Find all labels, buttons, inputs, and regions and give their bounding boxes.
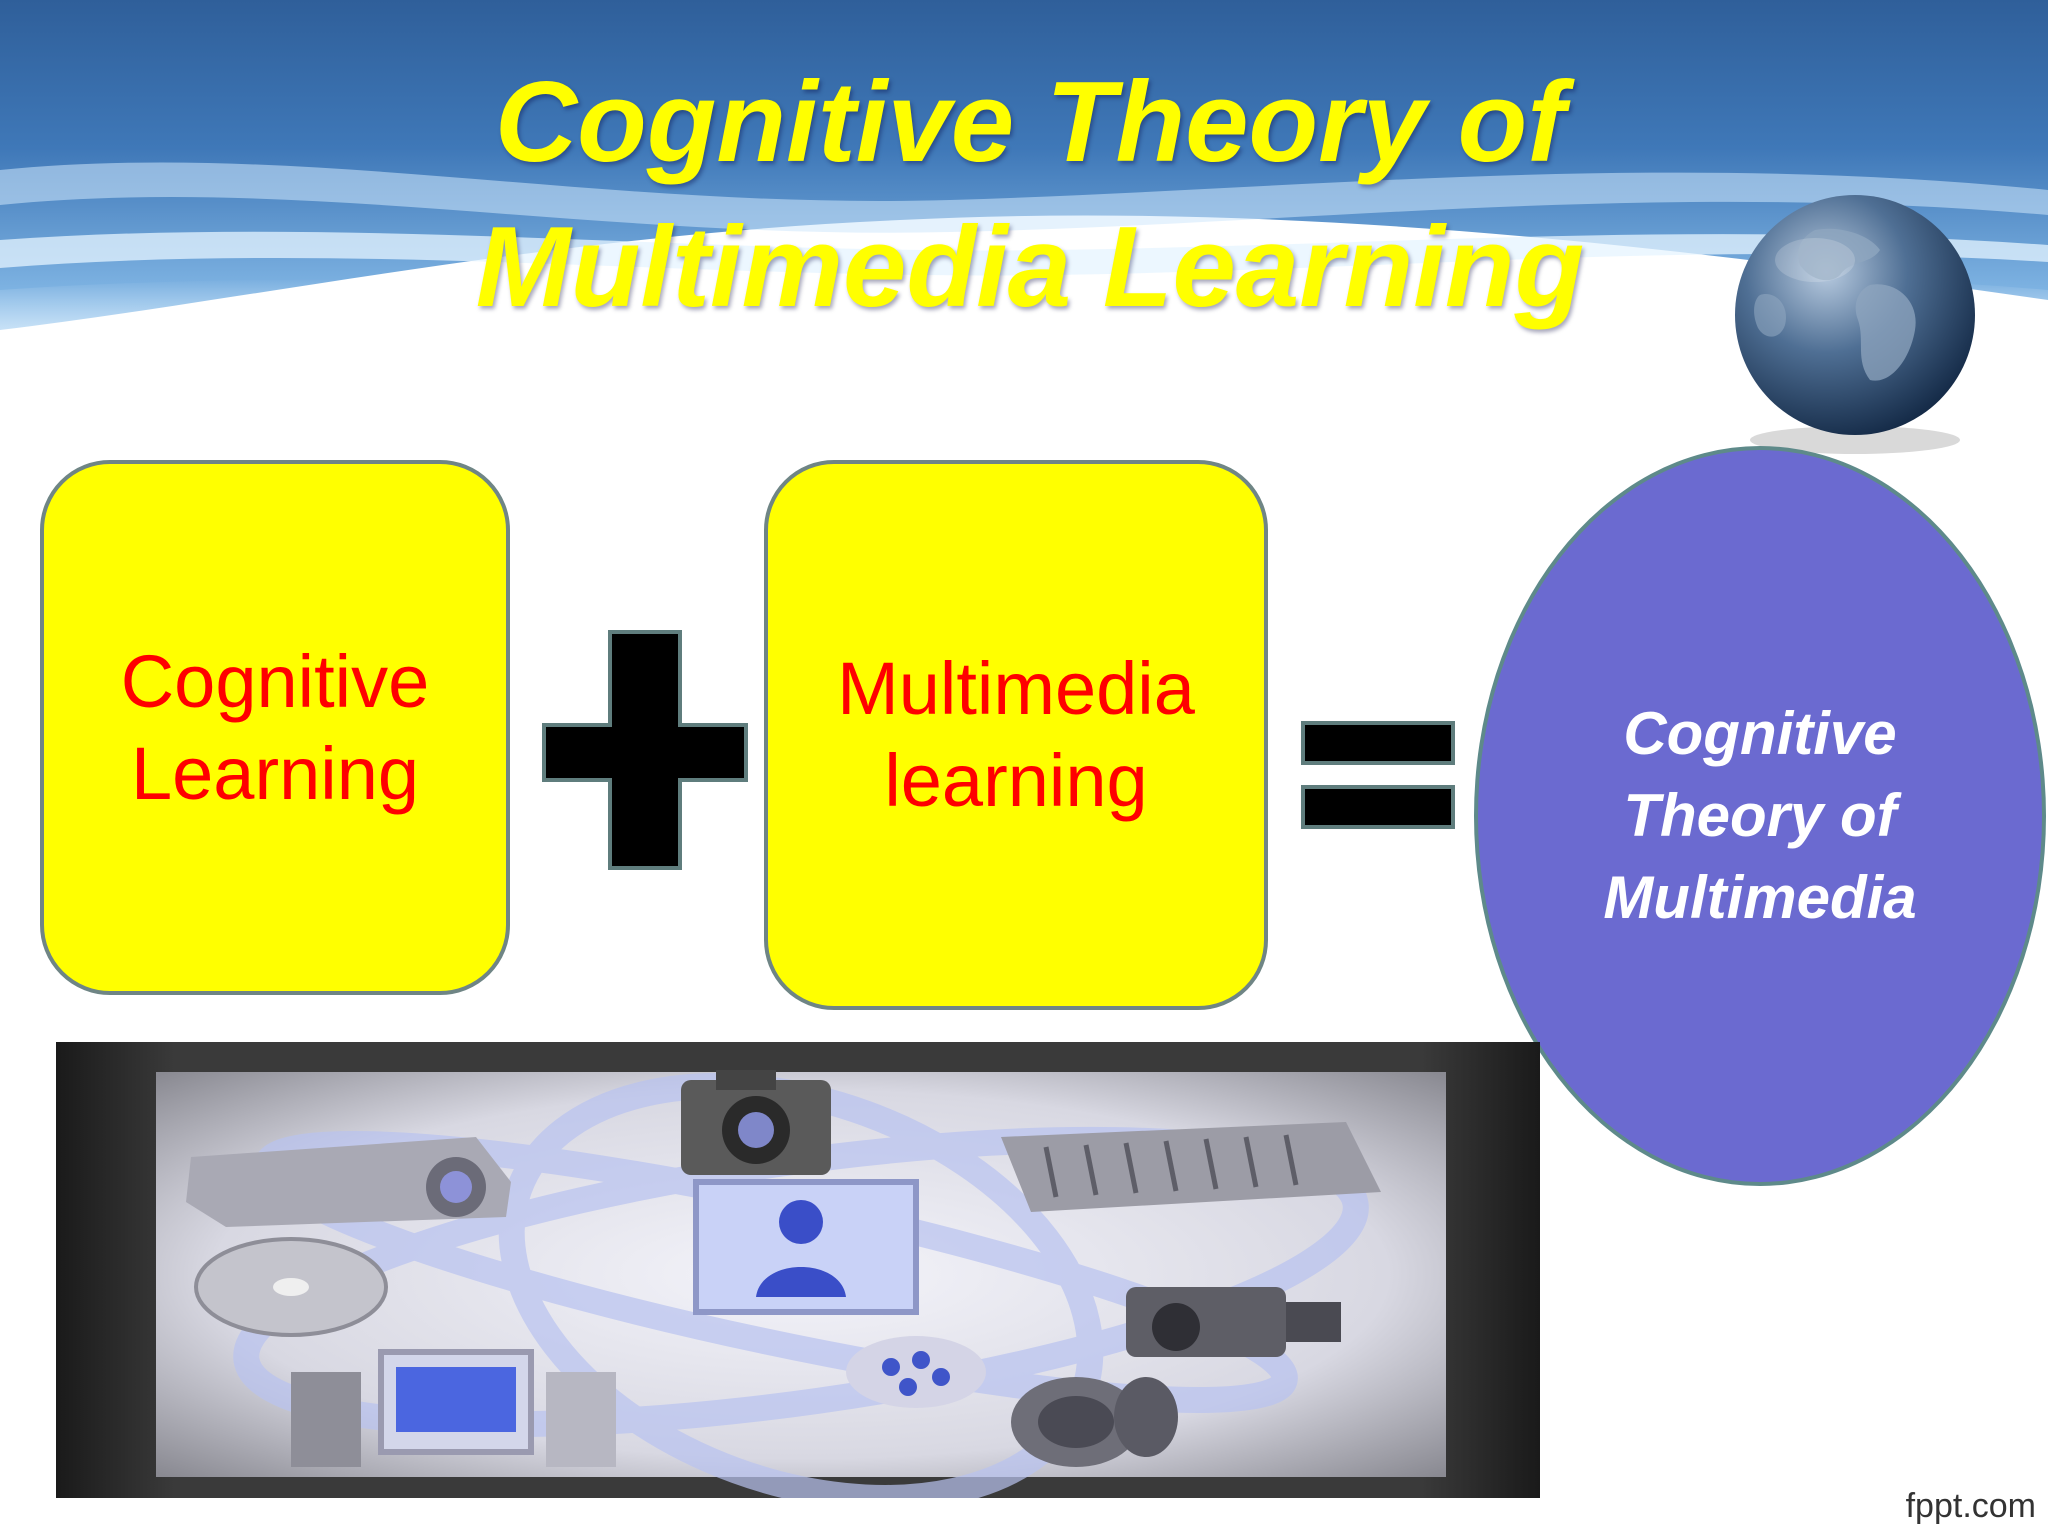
cognitive-theory-multimedia-circle: Cognitive Theory of Multimedia bbox=[1474, 446, 2046, 1186]
cd-disc-icon bbox=[194, 1237, 388, 1337]
multimedia-learning-line-2: learning bbox=[884, 739, 1148, 822]
cognitive-learning-box: Cognitive Learning bbox=[40, 460, 510, 995]
globe-icon bbox=[1735, 195, 1975, 454]
slide-title: Cognitive Theory of Multimedia Learning bbox=[300, 50, 1760, 340]
audio-mixer-icon bbox=[1001, 1122, 1381, 1212]
title-line-2: Multimedia Learning bbox=[475, 204, 1585, 331]
title-line-1: Cognitive Theory of bbox=[494, 59, 1566, 186]
multimedia-devices-collage bbox=[56, 1042, 1540, 1498]
result-line-2: Theory of bbox=[1623, 782, 1897, 849]
footer-brand: fppt.com bbox=[1905, 1487, 2036, 1525]
video-camera-icon bbox=[1126, 1287, 1341, 1357]
monitor-person-icon bbox=[693, 1179, 919, 1315]
equals-icon bbox=[1301, 721, 1455, 829]
projector-icon bbox=[186, 1137, 511, 1227]
camera-icon bbox=[681, 1070, 831, 1175]
computer-icon bbox=[291, 1349, 616, 1467]
multimedia-learning-box: Multimedia learning bbox=[764, 460, 1268, 1010]
multimedia-learning-line-1: Multimedia bbox=[837, 647, 1195, 730]
film-reel-icon bbox=[846, 1336, 986, 1408]
speaker-icon bbox=[1011, 1377, 1178, 1467]
plus-icon bbox=[542, 630, 748, 870]
result-line-1: Cognitive bbox=[1623, 700, 1897, 767]
header-wave-banner bbox=[0, 0, 2048, 380]
cognitive-learning-line-1: Cognitive bbox=[120, 639, 430, 723]
cognitive-learning-line-2: Learning bbox=[130, 731, 419, 815]
result-line-3: Multimedia bbox=[1603, 864, 1917, 931]
